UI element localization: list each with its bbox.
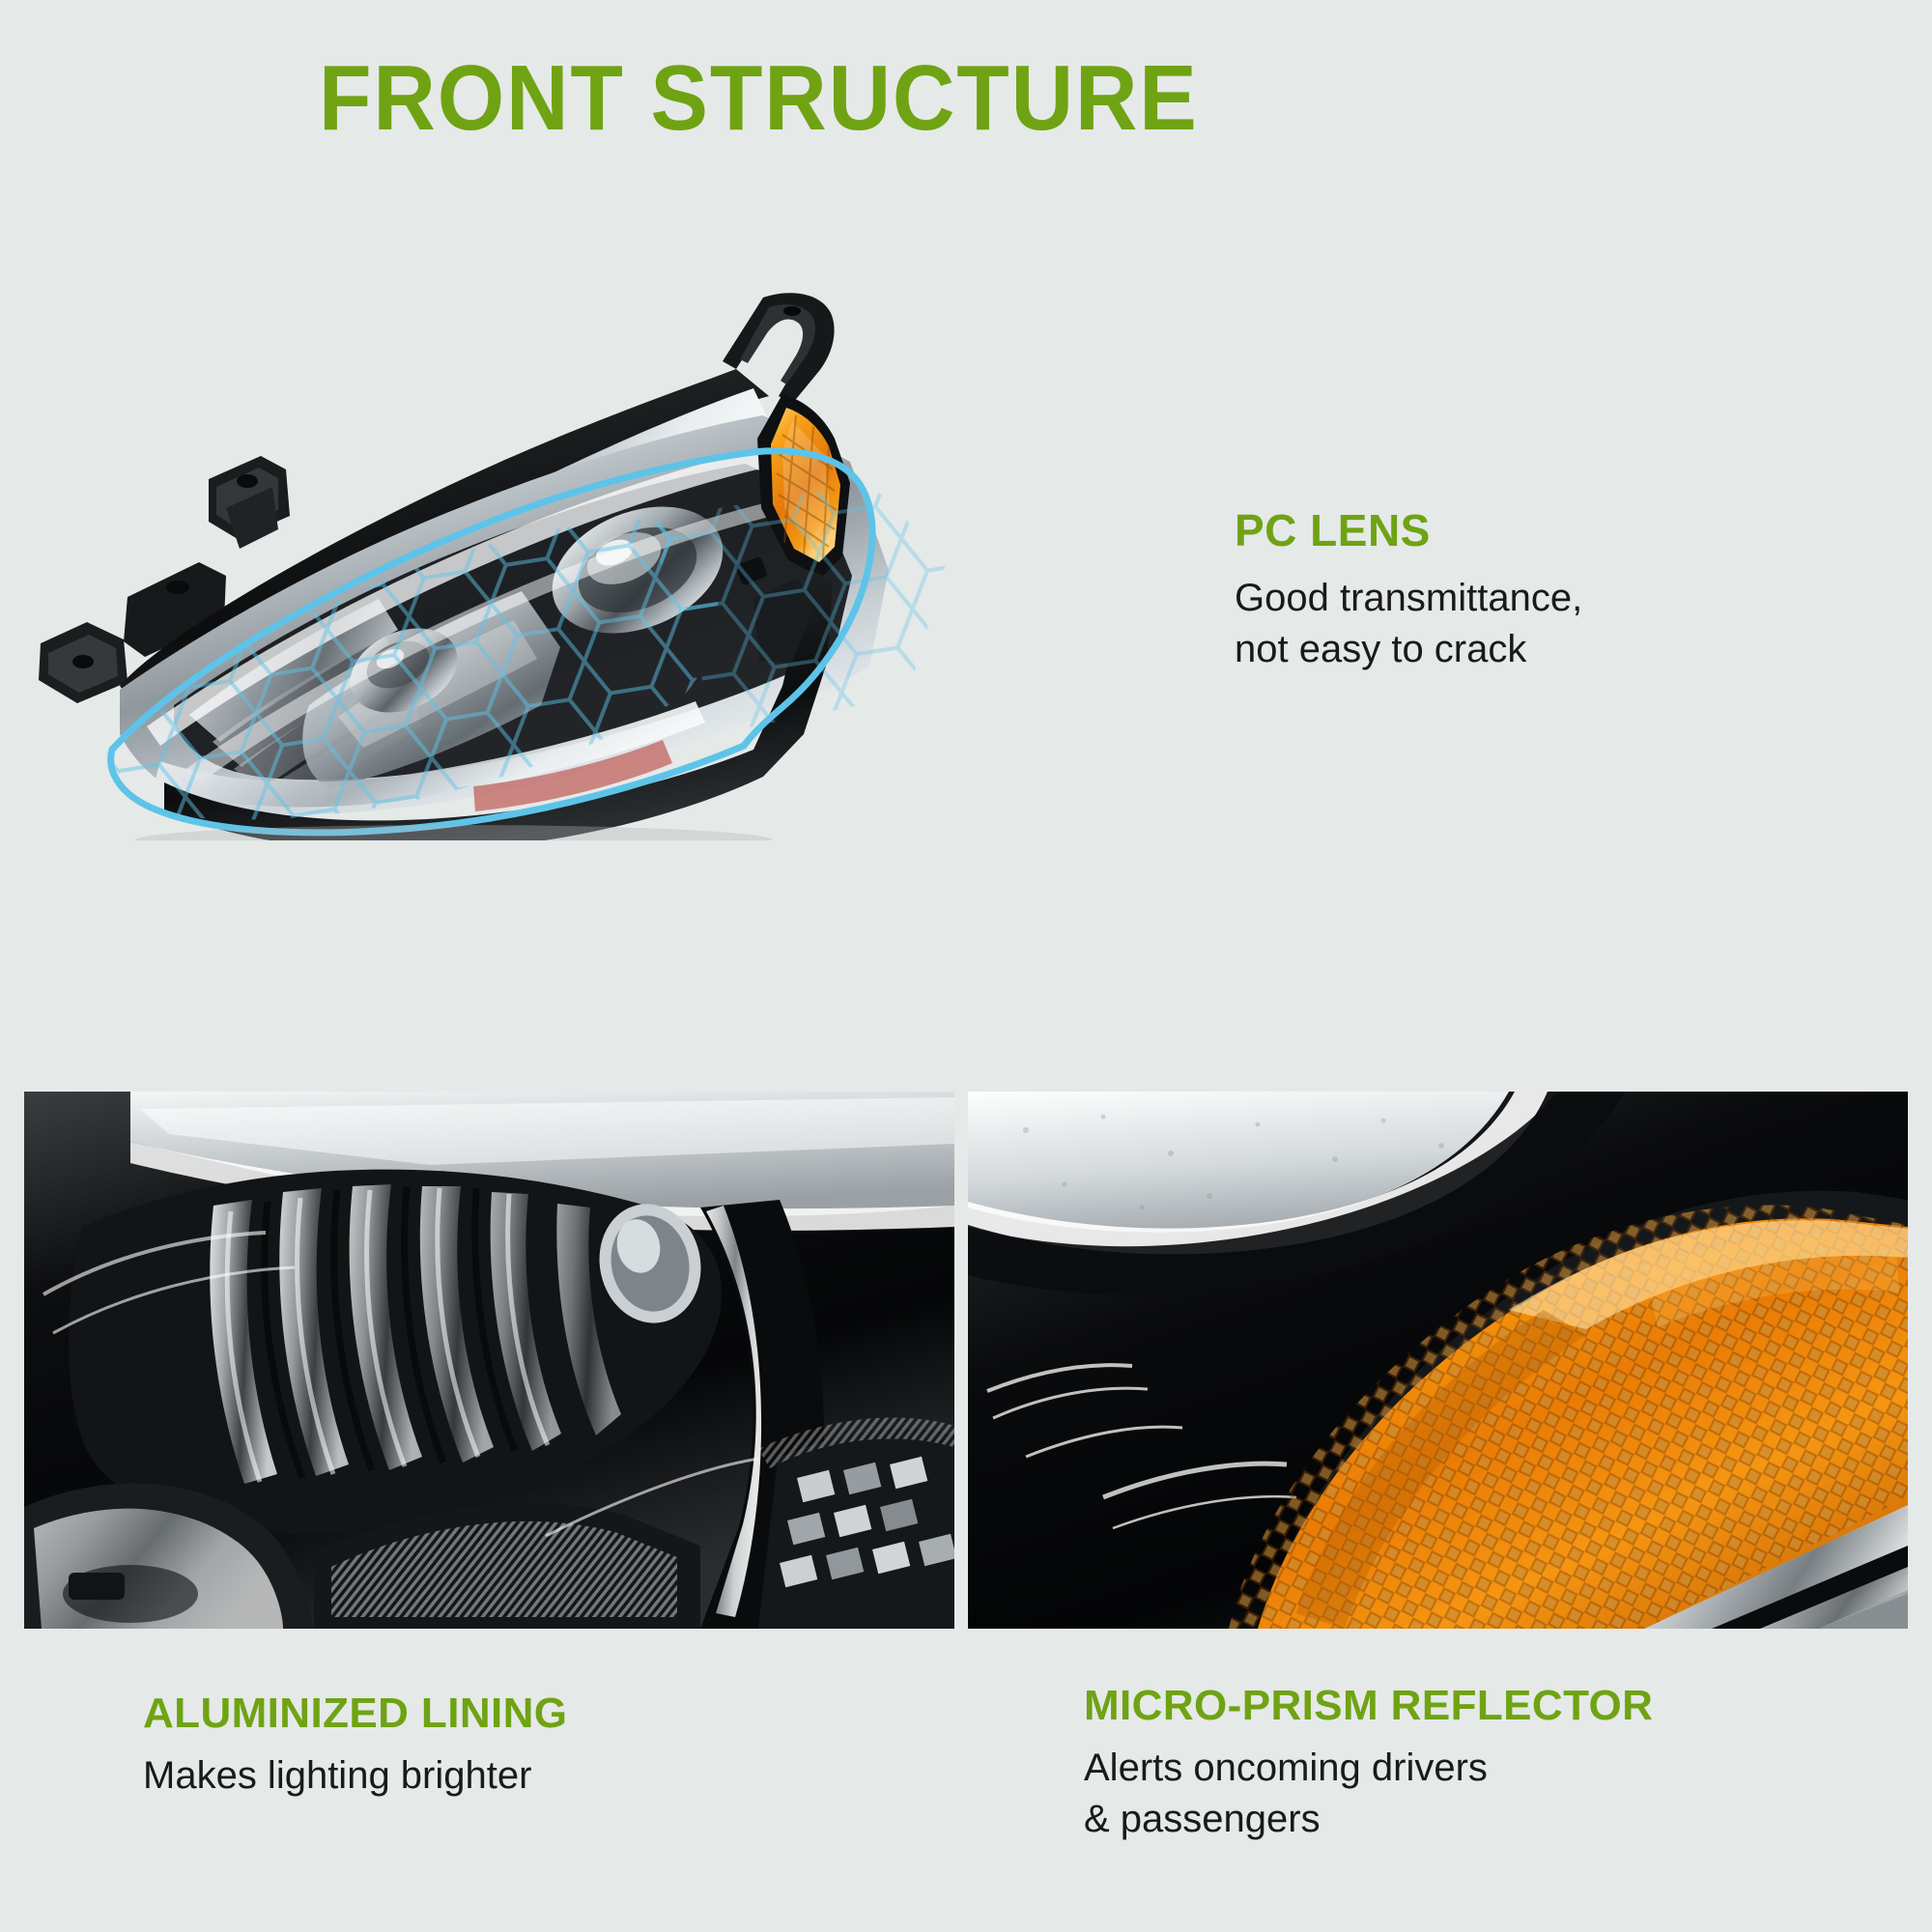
- micro-prism-reflector-line2: & passengers: [1084, 1798, 1321, 1841]
- gloss-highlights: [43, 1231, 759, 1538]
- hero-photo: [19, 280, 985, 840]
- micro-prism-reflector-line1: Alerts oncoming drivers: [1084, 1747, 1488, 1790]
- aluminized-lining-description: Makes lighting brighter: [143, 1750, 567, 1802]
- bulb-cap: [599, 1204, 701, 1323]
- lens-outline-highlight: [108, 448, 757, 753]
- aluminized-lining-line1: Makes lighting brighter: [143, 1754, 532, 1798]
- lens-outline-highlight-right: [740, 447, 876, 750]
- micro-prism-reflector-caption: MICRO-PRISM REFLECTOR Alerts oncoming dr…: [1084, 1682, 1654, 1845]
- pc-lens-description: Good transmittance, not easy to crack: [1235, 573, 1737, 676]
- mounting-bracket: [39, 456, 290, 703]
- prism-checker-zone: [758, 1417, 954, 1629]
- aluminized-lining-heading: ALUMINIZED LINING: [143, 1690, 568, 1737]
- pc-lens-line1: Good transmittance,: [1235, 576, 1583, 619]
- page-title: FRONT STRUCTURE: [319, 46, 1199, 150]
- gloss-scratches: [986, 1363, 1297, 1530]
- upper-hook: [723, 293, 835, 404]
- lower-reflector: [24, 1483, 314, 1629]
- pc-lens-line2: not easy to crack: [1235, 628, 1527, 671]
- chrome-lower-bars: [1644, 1505, 1908, 1629]
- aluminized-lining-caption: ALUMINIZED LINING Makes lighting brighte…: [143, 1690, 567, 1802]
- aluminized-lining-photo: [24, 1092, 954, 1629]
- chrome-sweep: [147, 446, 782, 746]
- micro-prism-reflector-heading: MICRO-PRISM REFLECTOR: [1084, 1682, 1654, 1729]
- pc-lens-heading: PC LENS: [1235, 505, 1431, 555]
- micro-prism-reflector-description: Alerts oncoming drivers & passengers: [1084, 1743, 1653, 1845]
- ribbed-reflector: [69, 1169, 722, 1534]
- micro-prism-reflector-photo: [968, 1092, 1908, 1629]
- lens-outline-highlight-lower: [107, 742, 748, 837]
- pc-lens-callout: PC LENS Good transmittance, not easy to …: [1235, 506, 1737, 676]
